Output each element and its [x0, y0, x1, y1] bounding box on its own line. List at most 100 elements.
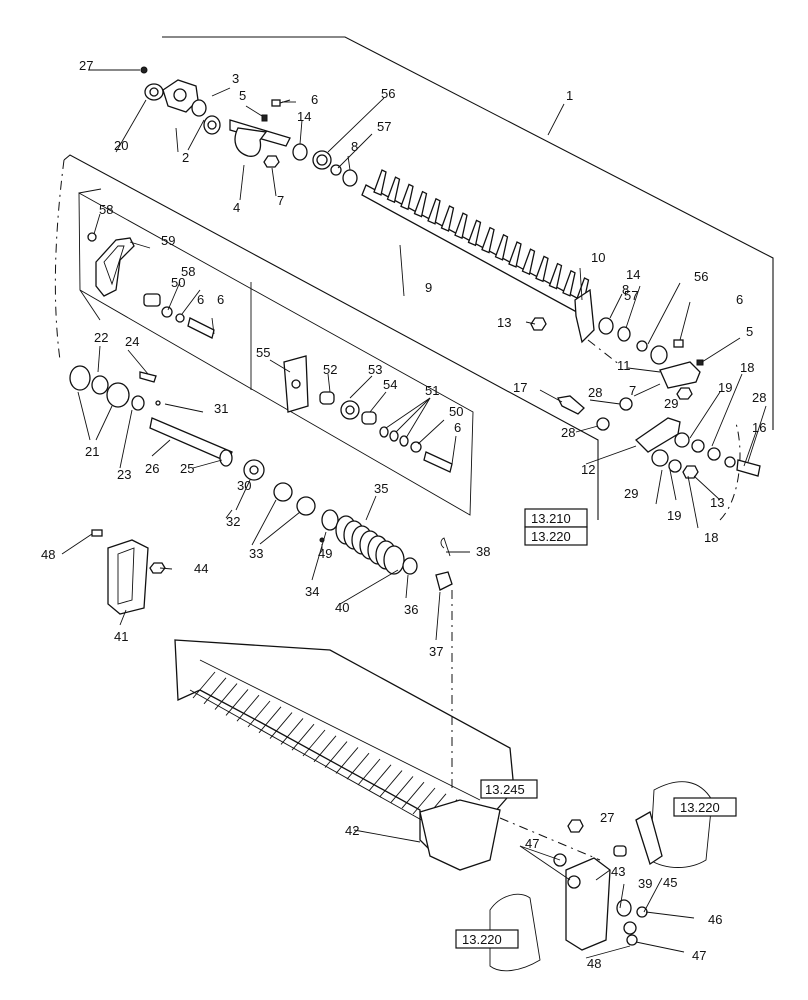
bracket-parts [91, 529, 166, 615]
callout-28: 28 [588, 385, 602, 400]
leader-line [271, 167, 277, 197]
leader-line [211, 87, 231, 97]
leader-line [585, 445, 637, 465]
callout-19: 19 [718, 380, 732, 395]
ref-label-13-220-top: 13.220 [531, 529, 571, 544]
leader-line [181, 289, 201, 315]
callout-56: 56 [381, 86, 395, 101]
callout-6: 6 [217, 292, 224, 307]
tine [481, 226, 495, 254]
leader-line [327, 97, 385, 153]
leader-line [365, 495, 377, 521]
leader-line [655, 469, 663, 505]
callout-6: 6 [311, 92, 318, 107]
callout-29: 29 [624, 486, 638, 501]
ref-box-13-220-right[interactable] [673, 797, 737, 817]
callout-24: 24 [125, 334, 139, 349]
callout-53: 53 [368, 362, 382, 377]
pickup-slat [302, 729, 326, 757]
callout-4: 4 [233, 200, 240, 215]
callout-18: 18 [704, 530, 718, 545]
leader-line [347, 155, 351, 171]
callout-3: 3 [232, 71, 239, 86]
callout-8: 8 [351, 139, 358, 154]
callout-42: 42 [345, 823, 359, 838]
callout-35: 35 [374, 481, 388, 496]
tine [440, 205, 455, 232]
leader-line [625, 285, 641, 329]
leader-line [353, 829, 421, 843]
ref-box-13-220-top[interactable] [524, 526, 588, 546]
leader-line [519, 845, 571, 881]
leader-line [337, 133, 373, 169]
tine [521, 248, 536, 276]
callout-50: 50 [171, 275, 185, 290]
leader-line [115, 99, 147, 153]
leader-line [77, 391, 91, 441]
leader-line [405, 397, 431, 439]
callout-43: 43 [611, 864, 625, 879]
callout-28: 28 [752, 390, 766, 405]
pickup-slat [412, 787, 436, 815]
pickup-slat [390, 776, 414, 803]
leader-line [127, 349, 149, 375]
ref-label-13-210: 13.210 [531, 511, 571, 526]
leader-line [159, 567, 173, 570]
callout-45: 45 [663, 875, 677, 890]
leader-line [119, 409, 133, 469]
callout-25: 25 [180, 461, 194, 476]
leader-line [635, 941, 685, 953]
leader-line [633, 383, 661, 397]
pickup-slat [357, 758, 381, 786]
leader-line [175, 127, 179, 153]
callout-13: 13 [710, 495, 724, 510]
callout-48: 48 [587, 956, 601, 971]
leader-line [435, 591, 441, 641]
leader-line [211, 317, 215, 335]
callout-11: 11 [617, 358, 631, 373]
leader-line [701, 337, 741, 363]
leader-line [693, 475, 721, 501]
callout-46: 46 [708, 912, 722, 927]
leader-lines [61, 69, 767, 959]
callout-18: 18 [740, 360, 754, 375]
callout-51: 51 [425, 383, 439, 398]
callout-20: 20 [114, 138, 128, 153]
leader-line [609, 293, 623, 319]
callout-40: 40 [335, 600, 349, 615]
pickup-slat [225, 689, 249, 716]
assembly-outline [54, 36, 774, 521]
leader-line [259, 511, 301, 545]
callout-1: 1 [566, 88, 573, 103]
ref-box-13-245[interactable] [480, 779, 538, 799]
leader-line [711, 373, 743, 447]
pickup-slat [269, 712, 293, 739]
tine [400, 183, 414, 211]
leader-line [164, 403, 204, 413]
callout-36: 36 [404, 602, 418, 617]
callout-7: 7 [629, 383, 636, 398]
callout-6: 6 [454, 420, 461, 435]
leader-line [539, 389, 563, 403]
ref-box-13-220-bottom[interactable] [455, 929, 519, 949]
callout-17: 17 [513, 380, 527, 395]
callout-41: 41 [114, 629, 128, 644]
callout-58: 58 [99, 202, 113, 217]
callout-39: 39 [638, 876, 652, 891]
callout-52: 52 [323, 362, 337, 377]
tine [494, 233, 509, 261]
leader-line [187, 119, 205, 151]
ref-label-13-220-bottom: 13.220 [462, 932, 502, 947]
callout-19: 19 [667, 508, 681, 523]
leader-line [192, 459, 223, 469]
pickup-slat [368, 764, 392, 792]
leader-line [679, 301, 691, 341]
callout-9: 9 [425, 280, 432, 295]
tine [508, 241, 522, 268]
callout-27: 27 [79, 58, 93, 73]
callout-2: 2 [182, 150, 189, 165]
leader-line [61, 533, 93, 555]
spring-coil [383, 545, 405, 575]
callout-29: 29 [664, 396, 678, 411]
